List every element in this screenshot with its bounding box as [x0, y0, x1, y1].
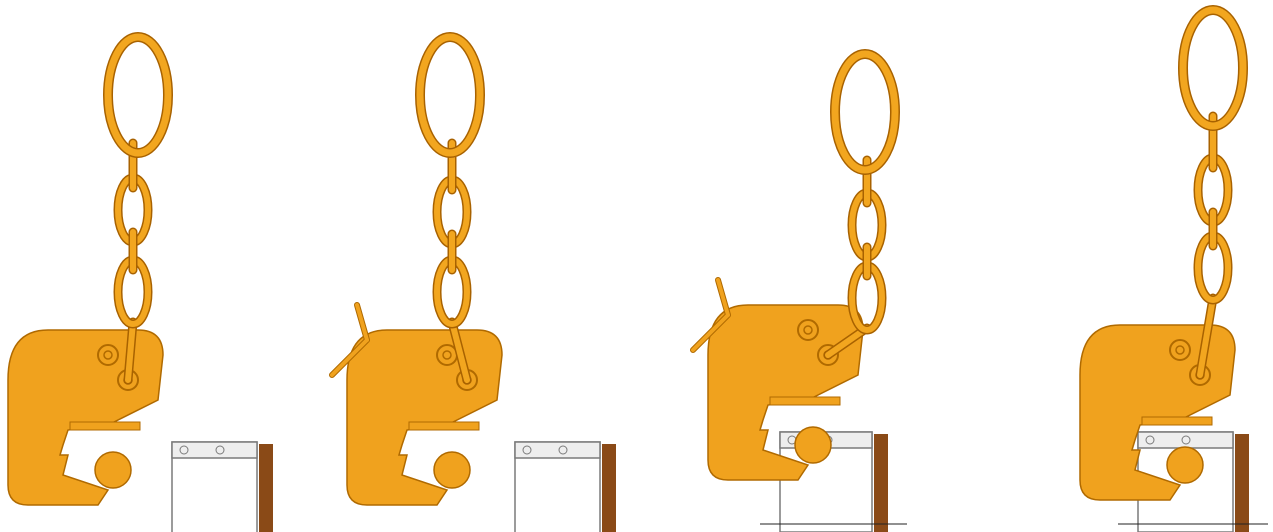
- beam-wood-upright: [874, 434, 888, 532]
- pivot-bolt-upper: [1170, 340, 1190, 360]
- panel-step-1: [0, 0, 300, 532]
- clamp-body: [708, 305, 863, 480]
- beam-wood-upright: [1235, 434, 1249, 532]
- pivot-bolt-upper: [798, 320, 818, 340]
- master-ring-fill: [108, 37, 168, 153]
- pivot-bolt-upper: [98, 345, 118, 365]
- clamp-illustration-1: [0, 0, 300, 532]
- clamp-illustration-2: [310, 0, 620, 532]
- beam-top-plate: [515, 442, 600, 458]
- cam-roller: [1167, 447, 1203, 483]
- clamp-jaw-plate: [770, 397, 840, 405]
- beam-top-plate: [172, 442, 257, 458]
- cam-roller: [434, 452, 470, 488]
- clamp-jaw-plate: [1142, 417, 1212, 425]
- clamp-body: [8, 330, 163, 505]
- clamp-illustration-4: [1060, 0, 1273, 532]
- cam-roller: [795, 427, 831, 463]
- panel-step-4: [1060, 0, 1273, 532]
- master-ring-fill: [420, 37, 480, 153]
- clamp-jaw-plate: [409, 422, 479, 430]
- master-ring-fill: [835, 54, 895, 170]
- pivot-bolt-upper: [437, 345, 457, 365]
- beam-top-plate: [1138, 432, 1233, 448]
- clamp-illustration-3: [670, 0, 930, 532]
- clamp-body: [347, 330, 502, 505]
- cam-roller: [95, 452, 131, 488]
- beam-wood-upright: [602, 444, 616, 532]
- master-ring-fill: [1183, 10, 1243, 126]
- panel-step-2: [310, 0, 620, 532]
- clamp-body: [1080, 325, 1235, 500]
- beam-wood-upright: [259, 444, 273, 532]
- panel-step-3: [670, 0, 930, 532]
- clamp-jaw-plate: [70, 422, 140, 430]
